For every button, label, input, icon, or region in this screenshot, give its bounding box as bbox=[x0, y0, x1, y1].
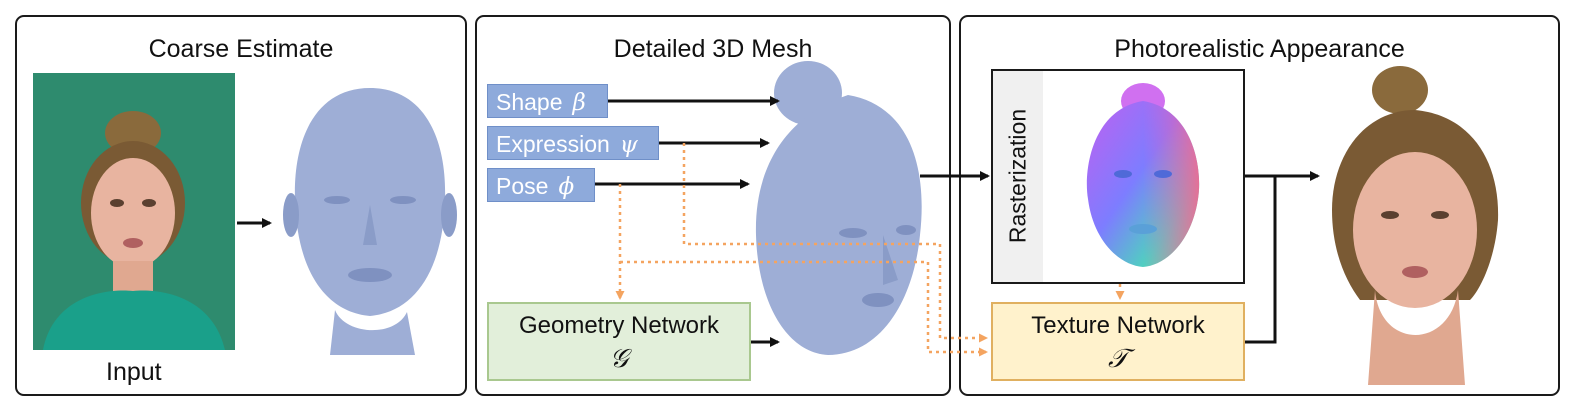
dotted-pose-to-texture bbox=[620, 260, 988, 357]
coarse-estimate-title: Coarse Estimate bbox=[148, 35, 334, 63]
texture-network-label: Texture Network bbox=[1031, 312, 1205, 339]
texture-network-box: Texture Network 𝒯 bbox=[991, 302, 1245, 381]
geometry-network-box: Geometry Network 𝒢 bbox=[487, 302, 751, 381]
geometry-network-symbol: 𝒢 bbox=[609, 344, 629, 374]
expression-param-symbol: ψ bbox=[619, 132, 638, 158]
dotted-expression-to-texture bbox=[682, 143, 988, 343]
shape-param-label: Shape bbox=[496, 89, 563, 115]
rasterization-box: Rasterization bbox=[991, 69, 1245, 284]
input-label: Input bbox=[106, 358, 162, 386]
rasterization-label-strip bbox=[993, 71, 1043, 282]
appearance-title: Photorealistic Appearance bbox=[1114, 35, 1405, 63]
texture-network-symbol: 𝒯 bbox=[1108, 344, 1128, 374]
detailed-mesh-title: Detailed 3D Mesh bbox=[613, 35, 813, 63]
expression-param-box: Expression ψ bbox=[487, 126, 659, 160]
detailed-mesh-head bbox=[748, 55, 938, 375]
input-photo bbox=[33, 73, 235, 350]
normal-map-head bbox=[1068, 79, 1218, 275]
output-photorealistic-head bbox=[1320, 60, 1510, 390]
pose-param-symbol: ϕ bbox=[558, 174, 575, 200]
pose-param-label: Pose bbox=[496, 173, 549, 199]
expression-param-label: Expression bbox=[496, 131, 610, 157]
shape-param-symbol: β bbox=[572, 90, 586, 116]
arrow-texture-to-output bbox=[1245, 171, 1320, 344]
coarse-mesh-head bbox=[275, 80, 465, 360]
geometry-network-label: Geometry Network bbox=[518, 312, 720, 339]
